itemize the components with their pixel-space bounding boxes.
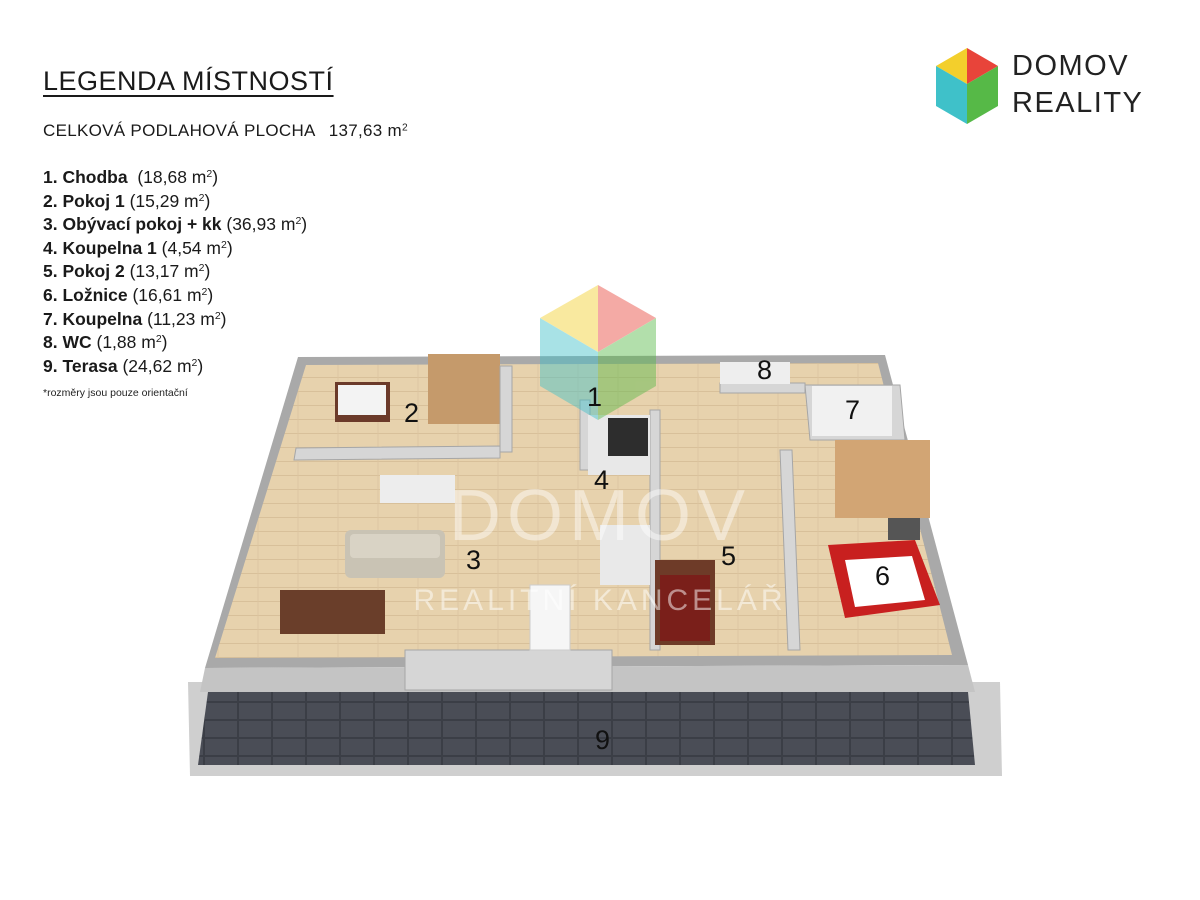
room-label-6: 6 (875, 561, 891, 591)
room-legend-item: 7. Koupelna (11,23 m2) (43, 308, 227, 329)
total-area-label: CELKOVÁ PODLAHOVÁ PLOCHA (43, 121, 316, 140)
domov-reality-logo: DOMOV REALITY (932, 46, 1142, 126)
bathroom-1-area (588, 415, 650, 475)
living-room-area (280, 475, 650, 651)
room-legend-list: 1. Chodba (18,68 m2) 2. Pokoj 1 (15,29 m… (43, 166, 307, 378)
room-label-9: 9 (595, 725, 611, 755)
bathroom-area (720, 362, 930, 518)
watermark-text: DOMOV (449, 476, 751, 556)
room-2-area (300, 354, 500, 452)
bedroom-bed (828, 518, 940, 618)
room-legend-item: 3. Obývací pokoj + kk (36,93 m2) (43, 214, 308, 235)
logo-text-reality: REALITY (1012, 87, 1144, 119)
room-legend-item: 1. Chodba (18,68 m2) (43, 167, 219, 187)
room-legend-item: 5. Pokoj 2 (13,17 m2) (43, 261, 211, 282)
watermark-subtext: REALITNÍ KANCELÁŘ (413, 584, 786, 617)
total-area-value: 137,63 m (328, 121, 402, 140)
cube-logo-icon (936, 48, 998, 124)
legend-title: LEGENDA MÍSTNOSTÍ (43, 66, 334, 96)
room-legend-item: 8. WC (1,88 m2) (43, 332, 168, 353)
room-label-8: 8 (757, 355, 773, 385)
room-label-3: 3 (466, 545, 482, 575)
room-legend-item: 6. Ložnice (16,61 m2) (43, 284, 214, 305)
room-label-5: 5 (721, 541, 737, 571)
room-legend-item: 2. Pokoj 1 (15,29 m2) (43, 190, 211, 211)
watermark (540, 285, 656, 420)
room-label-4: 4 (594, 465, 610, 495)
terrace-area (188, 682, 1002, 776)
room-label-1: 1 (587, 382, 603, 412)
room-label-2: 2 (404, 398, 420, 428)
room-label-7: 7 (845, 395, 861, 425)
logo-text-domov: DOMOV (1012, 50, 1130, 82)
total-floor-area: CELKOVÁ PODLAHOVÁ PLOCHA 137,63 m2 (43, 121, 408, 140)
disclaimer-note: *rozměry jsou pouze orientační (43, 387, 188, 399)
room-5-bed (655, 560, 715, 645)
room-legend-item: 4. Koupelna 1 (4,54 m2) (43, 237, 233, 258)
room-legend-item: 9. Terasa (24,62 m2) (43, 355, 204, 376)
